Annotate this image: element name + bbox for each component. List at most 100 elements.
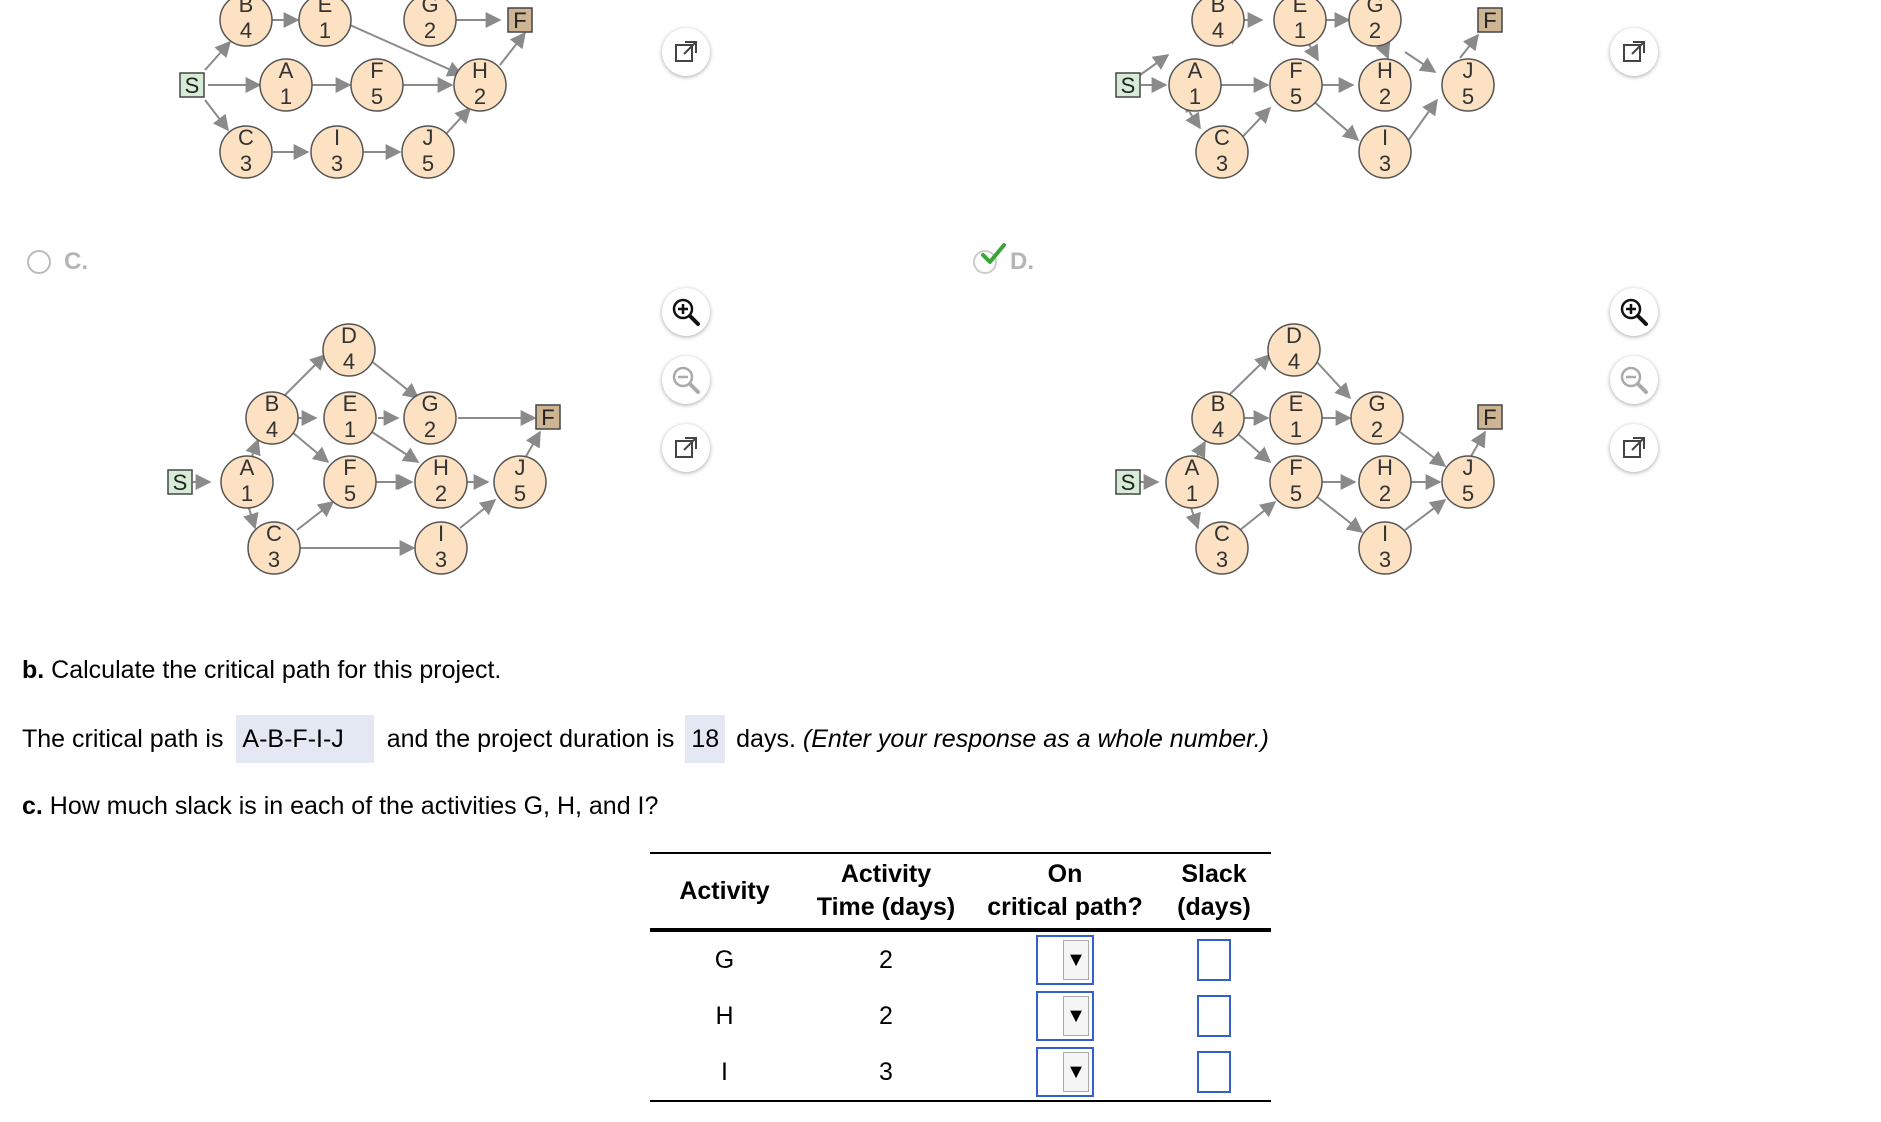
svg-text:F: F	[1289, 455, 1302, 480]
node-g: G2	[1348, 0, 1402, 47]
node-i: I3	[414, 521, 468, 575]
svg-text:3: 3	[1379, 547, 1391, 572]
svg-text:5: 5	[422, 151, 434, 176]
critical-path-dropdown[interactable]: ▼	[1036, 935, 1094, 985]
svg-text:2: 2	[1379, 481, 1391, 506]
svg-text:3: 3	[240, 151, 252, 176]
node-j: J5	[493, 455, 547, 509]
svg-text:2: 2	[474, 84, 486, 109]
svg-text:3: 3	[435, 547, 447, 572]
svg-text:B: B	[239, 0, 254, 17]
option-d-radio[interactable]	[973, 250, 997, 274]
svg-text:1: 1	[241, 481, 253, 506]
svg-text:A: A	[1188, 58, 1203, 83]
activity-cell: G	[714, 945, 735, 974]
critical-path-dropdown[interactable]: ▼	[1036, 1047, 1094, 1097]
critical-path-line: The critical path is A-B-F-I-J and the p…	[22, 715, 1269, 763]
zoom-out-button[interactable]	[1610, 356, 1658, 404]
dropdown-arrow-icon: ▼	[1063, 996, 1089, 1036]
svg-text:D: D	[1286, 323, 1302, 348]
node-d: D4	[322, 323, 376, 377]
svg-text:F: F	[370, 58, 383, 83]
svg-text:2: 2	[424, 417, 436, 442]
node-f: F5	[323, 455, 377, 509]
svg-text:5: 5	[1462, 84, 1474, 109]
zoom-in-button[interactable]	[662, 288, 710, 336]
svg-text:B: B	[265, 391, 280, 416]
svg-text:G: G	[1366, 0, 1383, 17]
svg-text:H: H	[433, 455, 449, 480]
node-h: H2	[414, 455, 468, 509]
svg-text:5: 5	[1462, 481, 1474, 506]
svg-text:S: S	[185, 73, 200, 98]
svg-text:S: S	[1121, 73, 1136, 98]
node-f: F5	[350, 58, 404, 112]
option-c-label[interactable]: C.	[64, 248, 88, 275]
svg-text:F: F	[1289, 58, 1302, 83]
node-start: S	[167, 469, 193, 495]
table-row: G 2 ▼	[650, 930, 1271, 988]
svg-text:S: S	[173, 470, 188, 495]
node-h: H2	[1358, 455, 1412, 509]
slack-input[interactable]	[1197, 995, 1231, 1037]
node-e: E1	[323, 391, 377, 445]
node-e: E1	[298, 0, 352, 47]
svg-text:S: S	[1121, 470, 1136, 495]
activity-cell: H	[715, 1001, 734, 1030]
svg-text:3: 3	[331, 151, 343, 176]
svg-text:3: 3	[268, 547, 280, 572]
open-external-button[interactable]	[1610, 424, 1658, 472]
svg-text:2: 2	[424, 18, 436, 43]
check-icon	[981, 243, 1006, 264]
svg-text:J: J	[423, 125, 434, 150]
external-link-icon	[675, 437, 697, 458]
option-d-label[interactable]: D.	[1010, 248, 1034, 275]
node-c: C3	[219, 125, 273, 179]
node-a: A1	[1168, 58, 1222, 112]
network-diagram-option-a: S F B4 E1 G2 A1 F5 H2 C3 I3 J5	[179, 0, 533, 179]
edges	[1140, 353, 1486, 533]
svg-text:4: 4	[1212, 417, 1224, 442]
zoom-in-button[interactable]	[1610, 288, 1658, 336]
svg-text:F: F	[513, 8, 526, 33]
slack-input[interactable]	[1197, 1051, 1231, 1093]
svg-text:F: F	[1483, 8, 1496, 33]
question-c-prefix: c.	[22, 792, 43, 820]
slack-input[interactable]	[1197, 939, 1231, 981]
network-diagram-option-b: S F B4 E1 G2 A1 F5 H2 J5 C3 I3	[1115, 0, 1503, 179]
svg-text:A: A	[240, 455, 255, 480]
question-c: c. How much slack is in each of the acti…	[22, 792, 658, 821]
open-external-button[interactable]	[662, 28, 710, 76]
svg-text:E: E	[1293, 0, 1308, 17]
critical-path-dropdown[interactable]: ▼	[1036, 991, 1094, 1041]
node-finish: F	[535, 404, 561, 430]
svg-text:4: 4	[1212, 18, 1224, 43]
option-c-radio[interactable]	[27, 250, 51, 274]
svg-text:4: 4	[240, 18, 252, 43]
node-d: D4	[1267, 323, 1321, 377]
node-start: S	[179, 72, 205, 98]
node-f: F5	[1269, 58, 1323, 112]
open-external-button[interactable]	[1610, 28, 1658, 76]
node-g: G2	[403, 391, 457, 445]
node-finish: F	[1477, 7, 1503, 33]
node-start: S	[1115, 469, 1141, 495]
header-activity: Activity	[679, 876, 770, 905]
network-diagram-option-d: S F D4 B4 E1 G2 A1 F5 H2 J5 C3 I3	[1115, 323, 1503, 575]
svg-text:5: 5	[344, 481, 356, 506]
svg-text:1: 1	[1294, 18, 1306, 43]
svg-text:5: 5	[1290, 481, 1302, 506]
zoom-out-button[interactable]	[662, 356, 710, 404]
zoom-out-icon	[672, 366, 700, 394]
svg-text:1: 1	[1189, 84, 1201, 109]
svg-text:4: 4	[1288, 349, 1300, 374]
svg-text:G: G	[421, 391, 438, 416]
open-external-button[interactable]	[662, 424, 710, 472]
svg-text:E: E	[318, 0, 333, 17]
svg-text:B: B	[1211, 0, 1226, 17]
zoom-in-icon	[1620, 298, 1648, 326]
svg-text:4: 4	[343, 349, 355, 374]
svg-text:J: J	[1463, 58, 1474, 83]
svg-text:I: I	[1382, 521, 1388, 546]
